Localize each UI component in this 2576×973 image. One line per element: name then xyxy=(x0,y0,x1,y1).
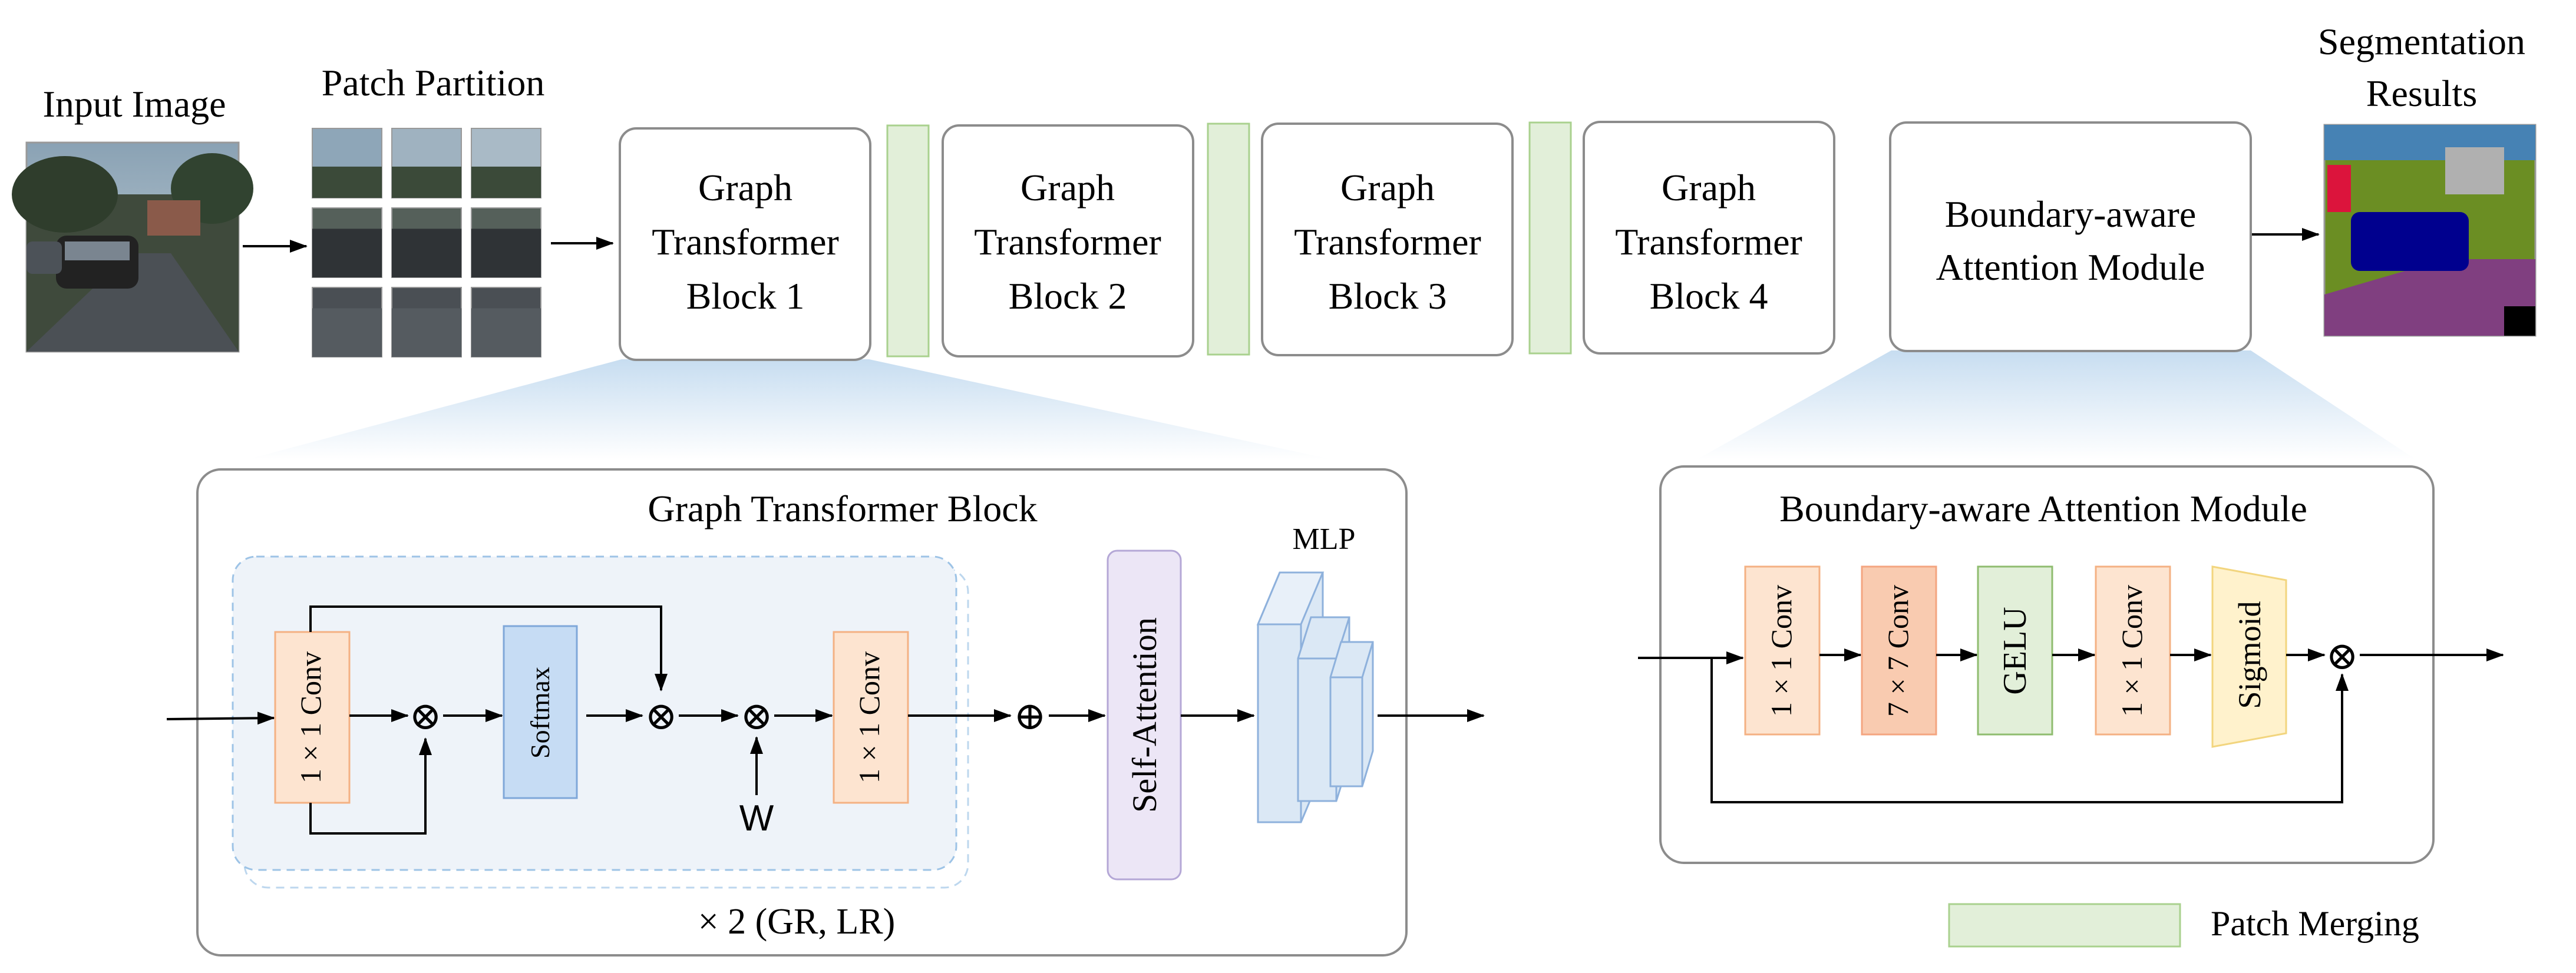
gt-block-4: Graph Transformer Block 4 xyxy=(1583,121,1835,355)
gtb-softmax-label: Softmax xyxy=(525,667,555,759)
gtb-dashed-region xyxy=(232,555,957,871)
gt-block-4-line3: Block 4 xyxy=(1650,275,1768,317)
input-image-label: Input Image xyxy=(43,83,226,125)
gtb-mlp-stack xyxy=(1256,571,1374,823)
patch-cell xyxy=(312,207,382,278)
patch-cell xyxy=(471,207,541,278)
bam-op-conv1x1-b: 1 × 1 Conv xyxy=(2095,565,2171,736)
legend-patch-merging-swatch xyxy=(1948,903,2181,948)
gt-block-3-line1: Graph xyxy=(1340,167,1435,208)
gt-block-2-line3: Block 2 xyxy=(1009,275,1127,317)
bam-op-sigmoid-label: Sigmoid xyxy=(2232,601,2267,709)
zoom-fan-left xyxy=(247,359,1332,459)
gtb-oplus: ⊕ xyxy=(1013,695,1046,738)
gtb-panel-title: Graph Transformer Block xyxy=(648,488,1037,529)
patch-cell xyxy=(312,287,382,358)
zoom-fan-right xyxy=(1697,350,2416,459)
gt-block-4-line2: Transformer xyxy=(1615,221,1802,263)
gtb-self-attention-label: Self-Attention xyxy=(1125,617,1164,813)
patch-merging-1 xyxy=(886,124,930,358)
gtb-otimes-3: ⊗ xyxy=(740,695,772,738)
bam-panel-title: Boundary-aware Attention Module xyxy=(1779,488,2307,529)
bam-op-conv1x1-b-label: 1 × 1 Conv xyxy=(2115,585,2148,717)
bam-op-sigmoid: Sigmoid xyxy=(2211,565,2287,748)
gt-block-1-line3: Block 1 xyxy=(686,275,805,317)
bam-otimes: ⊗ xyxy=(2326,635,2358,678)
gtb-conv2-label: 1 × 1 Conv xyxy=(853,651,886,783)
patch-cell xyxy=(391,287,462,358)
gtb-repeat-label: × 2 (GR, LR) xyxy=(698,902,896,942)
gtb-top-skip-path xyxy=(309,605,668,691)
patch-cell xyxy=(391,207,462,278)
gt-block-2: Graph Transformer Block 2 xyxy=(942,124,1194,358)
patch-grid xyxy=(312,128,541,358)
legend-patch-merging-label: Patch Merging xyxy=(2211,904,2419,943)
gtb-conv1-label: 1 × 1 Conv xyxy=(294,651,327,783)
gtb-bottom-skip-path xyxy=(309,737,432,835)
gtb-conv1-box: 1 × 1 Conv xyxy=(274,631,351,804)
patch-partition-label: Patch Partition xyxy=(322,62,545,104)
bam-op-conv7x7: 7 × 7 Conv xyxy=(1861,565,1937,736)
bam-block: Boundary-aware Attention Module xyxy=(1889,121,2252,352)
patch-cell xyxy=(312,128,382,198)
bam-op-conv7x7-label: 7 × 7 Conv xyxy=(1881,585,1914,717)
gtb-input-arrow xyxy=(166,711,275,725)
gt-block-1-line2: Transformer xyxy=(652,221,839,263)
gt-block-1: Graph Transformer Block 1 xyxy=(619,127,871,361)
gt-block-3: Graph Transformer Block 3 xyxy=(1261,123,1514,356)
gt-block-1-line1: Graph xyxy=(698,167,792,208)
gt-block-4-line1: Graph xyxy=(1662,167,1756,208)
segmentation-image xyxy=(2323,124,2537,337)
bam-op-gelu-label: GELU xyxy=(1997,607,2033,694)
bam-skip-path xyxy=(1710,658,2349,803)
gtb-mlp-label: MLP xyxy=(1293,522,1356,556)
bam-block-line2: Attention Module xyxy=(1936,246,2205,288)
gt-block-2-line1: Graph xyxy=(1021,167,1115,208)
gtb-otimes-2: ⊗ xyxy=(645,695,677,738)
seg-label-line1: Segmentation xyxy=(2318,21,2525,62)
gt-block-3-line2: Transformer xyxy=(1294,221,1481,263)
bam-op-gelu: GELU xyxy=(1977,565,2053,736)
gtb-self-attention-box: Self-Attention xyxy=(1107,550,1182,881)
gtb-softmax-box: Softmax xyxy=(503,625,578,799)
gtb-w-label: W xyxy=(739,798,774,839)
patch-merging-2 xyxy=(1207,123,1250,356)
bam-op-conv1x1-a-label: 1 × 1 Conv xyxy=(1765,585,1798,717)
input-image xyxy=(12,141,253,353)
gt-block-2-line2: Transformer xyxy=(974,221,1161,263)
patch-cell xyxy=(471,287,541,358)
patch-merging-3 xyxy=(1528,121,1572,355)
bam-block-line1: Boundary-aware xyxy=(1945,193,2196,235)
gtb-conv2-box: 1 × 1 Conv xyxy=(833,631,909,804)
patch-cell xyxy=(391,128,462,198)
gt-block-3-line3: Block 3 xyxy=(1329,275,1447,317)
bam-op-conv1x1-a: 1 × 1 Conv xyxy=(1744,565,1821,736)
seg-label-line2: Results xyxy=(2366,72,2477,114)
gtb-otimes-1: ⊗ xyxy=(409,695,441,738)
patch-cell xyxy=(471,128,541,198)
